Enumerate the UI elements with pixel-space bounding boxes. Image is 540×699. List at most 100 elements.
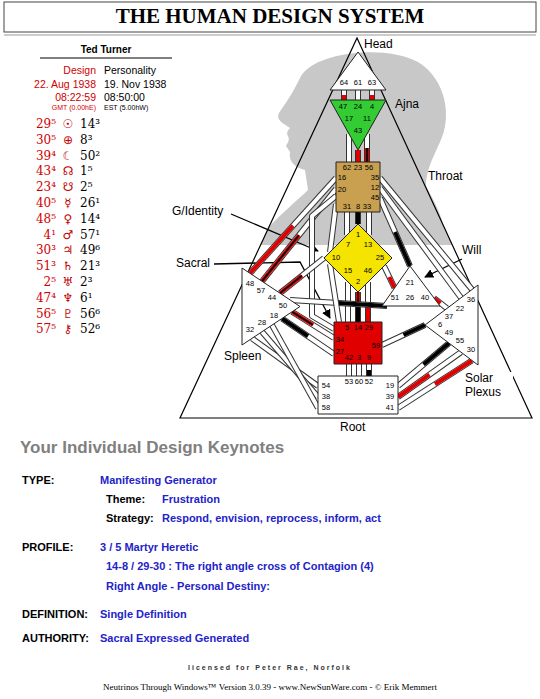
- channel-outline: [344, 212, 350, 235]
- gate-number: 57: [257, 287, 265, 295]
- gate-number: 63: [368, 79, 376, 87]
- gate-number: 24: [354, 103, 362, 111]
- keynote-value: Frustration: [162, 493, 220, 506]
- channel-body: [272, 325, 318, 408]
- channel-body: [356, 150, 360, 162]
- design-gate: 4¹: [44, 229, 56, 243]
- gate-number: 29: [365, 324, 373, 332]
- gate-number: 23: [354, 164, 362, 172]
- page-title: THE HUMAN DESIGN SYSTEM: [4, 5, 536, 28]
- center-name: G/Identity: [170, 205, 225, 219]
- planet-symbol: ☾: [63, 150, 74, 164]
- center-shape: [324, 224, 392, 292]
- center-name: Sacral: [174, 257, 212, 271]
- channel: [369, 364, 370, 376]
- gate-number: 30: [467, 346, 475, 354]
- energy-center: 3622376495530: [425, 285, 478, 365]
- center-name: Throat: [428, 170, 463, 184]
- planet-symbol: ⊕: [63, 134, 73, 148]
- channel: [384, 266, 395, 288]
- channel-outline: [272, 325, 318, 408]
- channel-activation: [382, 325, 425, 345]
- channel-outline: [369, 90, 375, 100]
- channel-body: [382, 325, 425, 345]
- gate-number: 21: [406, 279, 414, 287]
- keynote-value: Single Definition: [100, 608, 187, 621]
- design-gate: 39⁴: [36, 150, 56, 164]
- gate-number: 45: [371, 194, 379, 202]
- channel-body: [330, 264, 339, 322]
- gate-number: 19: [386, 382, 394, 390]
- channel-body: [398, 361, 472, 409]
- channel-activation: [384, 266, 395, 288]
- center-name: Spleen: [222, 350, 263, 364]
- channel: [380, 178, 472, 290]
- gate-number: 22: [456, 305, 464, 313]
- channel-body: [367, 364, 371, 376]
- channel-body: [292, 312, 334, 338]
- personality-gate: 57¹: [80, 229, 100, 243]
- gate-number: 53: [345, 378, 353, 386]
- channel-activation: [366, 134, 368, 162]
- channel: [358, 150, 359, 162]
- energy-center: 48574450322818: [242, 268, 300, 345]
- center-shape: [336, 162, 380, 212]
- gate-number: 59: [372, 342, 380, 350]
- design-gate: 30³: [36, 244, 56, 258]
- channel-outline: [355, 150, 361, 162]
- gate-number: 27: [336, 348, 344, 356]
- gate-number: 54: [322, 382, 330, 390]
- channel: [280, 258, 324, 293]
- channel: [372, 90, 373, 100]
- design-gate: 43⁴: [36, 165, 56, 179]
- name-rule: [40, 58, 172, 59]
- channel-outline: [356, 364, 362, 376]
- gate-number: 34: [336, 336, 344, 344]
- keynote-value: Right Angle - Personal Destiny:: [106, 580, 270, 593]
- keynote-key: AUTHORITY:: [22, 632, 89, 645]
- header-rule: [4, 35, 536, 36]
- gate-number: 25: [376, 254, 384, 262]
- channel-activation: [367, 364, 371, 376]
- keynote-key: TYPE:: [22, 474, 54, 487]
- design-gate: 2⁵: [44, 276, 56, 290]
- gate-number: 40: [421, 294, 429, 302]
- channel-body: [347, 134, 351, 162]
- gate-number: 7: [346, 241, 350, 249]
- planet-symbol: ♂: [63, 229, 74, 243]
- personality-gate: 49⁶: [80, 244, 100, 258]
- channel: [347, 212, 348, 235]
- center-name: Solar Plexus: [463, 372, 513, 400]
- header-frame: [4, 2, 536, 32]
- design-gate: 40⁵: [36, 197, 56, 211]
- gate-number: 41: [386, 404, 394, 412]
- channel-body: [342, 90, 346, 100]
- gate-number: 43: [354, 127, 362, 135]
- personality-gate: 26¹: [80, 197, 100, 211]
- gate-number: 9: [367, 354, 371, 362]
- channel-activation: [280, 258, 324, 293]
- center-name: Head: [364, 38, 393, 52]
- channel-outline: [380, 178, 472, 290]
- personality-gate: 52⁶: [80, 323, 100, 337]
- channel: [349, 364, 350, 376]
- keynote-value: 3 / 5 Martyr Heretic: [100, 541, 198, 554]
- channel-body: [380, 178, 472, 290]
- keynote-key: Theme:: [106, 493, 145, 506]
- channel: [344, 90, 345, 100]
- gate-number: 16: [338, 174, 346, 182]
- personality-data: 19. Nov 1938: [104, 78, 166, 90]
- gate-number: 47: [339, 103, 347, 111]
- channel-activation: [292, 312, 334, 338]
- gate-number: 3: [357, 354, 361, 362]
- channel: [330, 204, 336, 252]
- personality-gate: 21³: [80, 260, 100, 274]
- gate-number: 37: [445, 313, 453, 321]
- keynote-key: Strategy:: [106, 512, 154, 525]
- gate-number: 50: [279, 302, 287, 310]
- gate-number: 56: [365, 164, 373, 172]
- channel: [282, 319, 334, 355]
- channel-outline: [280, 258, 324, 293]
- personality-gate: 1⁵: [80, 165, 92, 179]
